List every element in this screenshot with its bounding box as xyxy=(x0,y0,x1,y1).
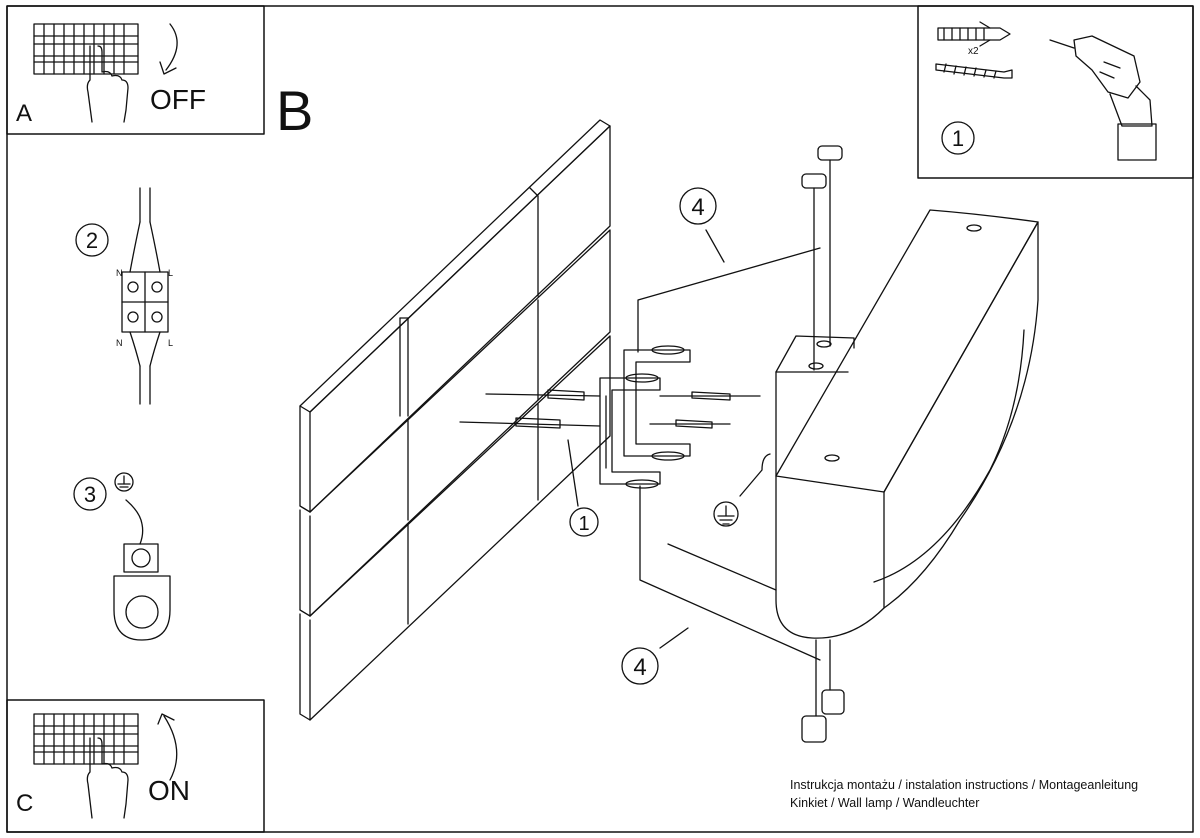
terminal-n-label-bottom: N xyxy=(116,338,123,348)
breaker-panel-on-icon xyxy=(33,713,139,765)
ground-symbol-icon xyxy=(713,501,739,527)
panel-a-action-off: OFF xyxy=(150,84,206,115)
breaker-panel-off-icon xyxy=(33,23,139,75)
footer-instructions-title: Instrukcja montażu / instalation instruc… xyxy=(790,778,1139,792)
panel-a-letter: A xyxy=(16,100,33,127)
drill-icon xyxy=(1049,35,1157,161)
lamp-axis-line xyxy=(667,543,777,591)
terminal-l-label-bottom: L xyxy=(168,338,173,348)
step-1-circle-bracket xyxy=(569,507,599,537)
step-4-circle-top xyxy=(679,187,717,225)
panel-b-letter: B xyxy=(276,79,314,142)
outer-frame xyxy=(6,5,1194,833)
lamp-ground-wire-icon xyxy=(739,453,771,497)
panel-a-frame xyxy=(6,5,265,135)
screw-icon xyxy=(935,63,1013,79)
step4-top-leader-line xyxy=(637,229,821,353)
anchor-screws-icon xyxy=(459,389,761,429)
mounting-bracket-icon xyxy=(599,345,691,489)
curved-arrow-up-icon xyxy=(157,713,178,781)
step-3-number: 3 xyxy=(84,482,96,507)
step-4-circle-bottom xyxy=(621,647,659,685)
hand-off-icon xyxy=(86,45,129,123)
step-4-number-bottom: 4 xyxy=(633,654,646,681)
brick-wall-icon xyxy=(299,119,611,721)
step1-leader-line xyxy=(567,439,579,507)
ground-clamp-icon xyxy=(113,472,171,641)
panel-c-frame xyxy=(6,699,265,833)
wall-lamp-body-icon xyxy=(775,209,1039,639)
terminal-n-label-top: N xyxy=(116,268,123,278)
step-2-number: 2 xyxy=(86,228,98,253)
panel-c-letter: C xyxy=(16,790,34,817)
terminal-l-label-top: L xyxy=(168,268,173,278)
step-2-circle xyxy=(75,223,109,257)
tools-quantity-label: x2 xyxy=(968,46,979,57)
tools-panel-frame xyxy=(917,5,1194,179)
step4-bottom-leader-line xyxy=(639,485,821,661)
wall-plug-icon xyxy=(937,21,1011,47)
footer-product-title: Kinkiet / Wall lamp / Wandleuchter xyxy=(790,796,980,810)
terminal-block-wiring-icon xyxy=(121,187,169,405)
lamp-screws-top-icon xyxy=(801,145,843,371)
curved-arrow-down-icon xyxy=(159,23,178,75)
step-1-circle-tools xyxy=(941,121,975,155)
step-3-circle xyxy=(73,477,107,511)
step-4-number-top: 4 xyxy=(691,194,704,221)
step-1-number-tools: 1 xyxy=(952,126,964,151)
panel-c-action-on: ON xyxy=(148,775,190,806)
step-1-number-bracket: 1 xyxy=(578,513,589,535)
lamp-screws-bottom-icon xyxy=(801,639,845,743)
hand-on-icon xyxy=(86,737,129,819)
